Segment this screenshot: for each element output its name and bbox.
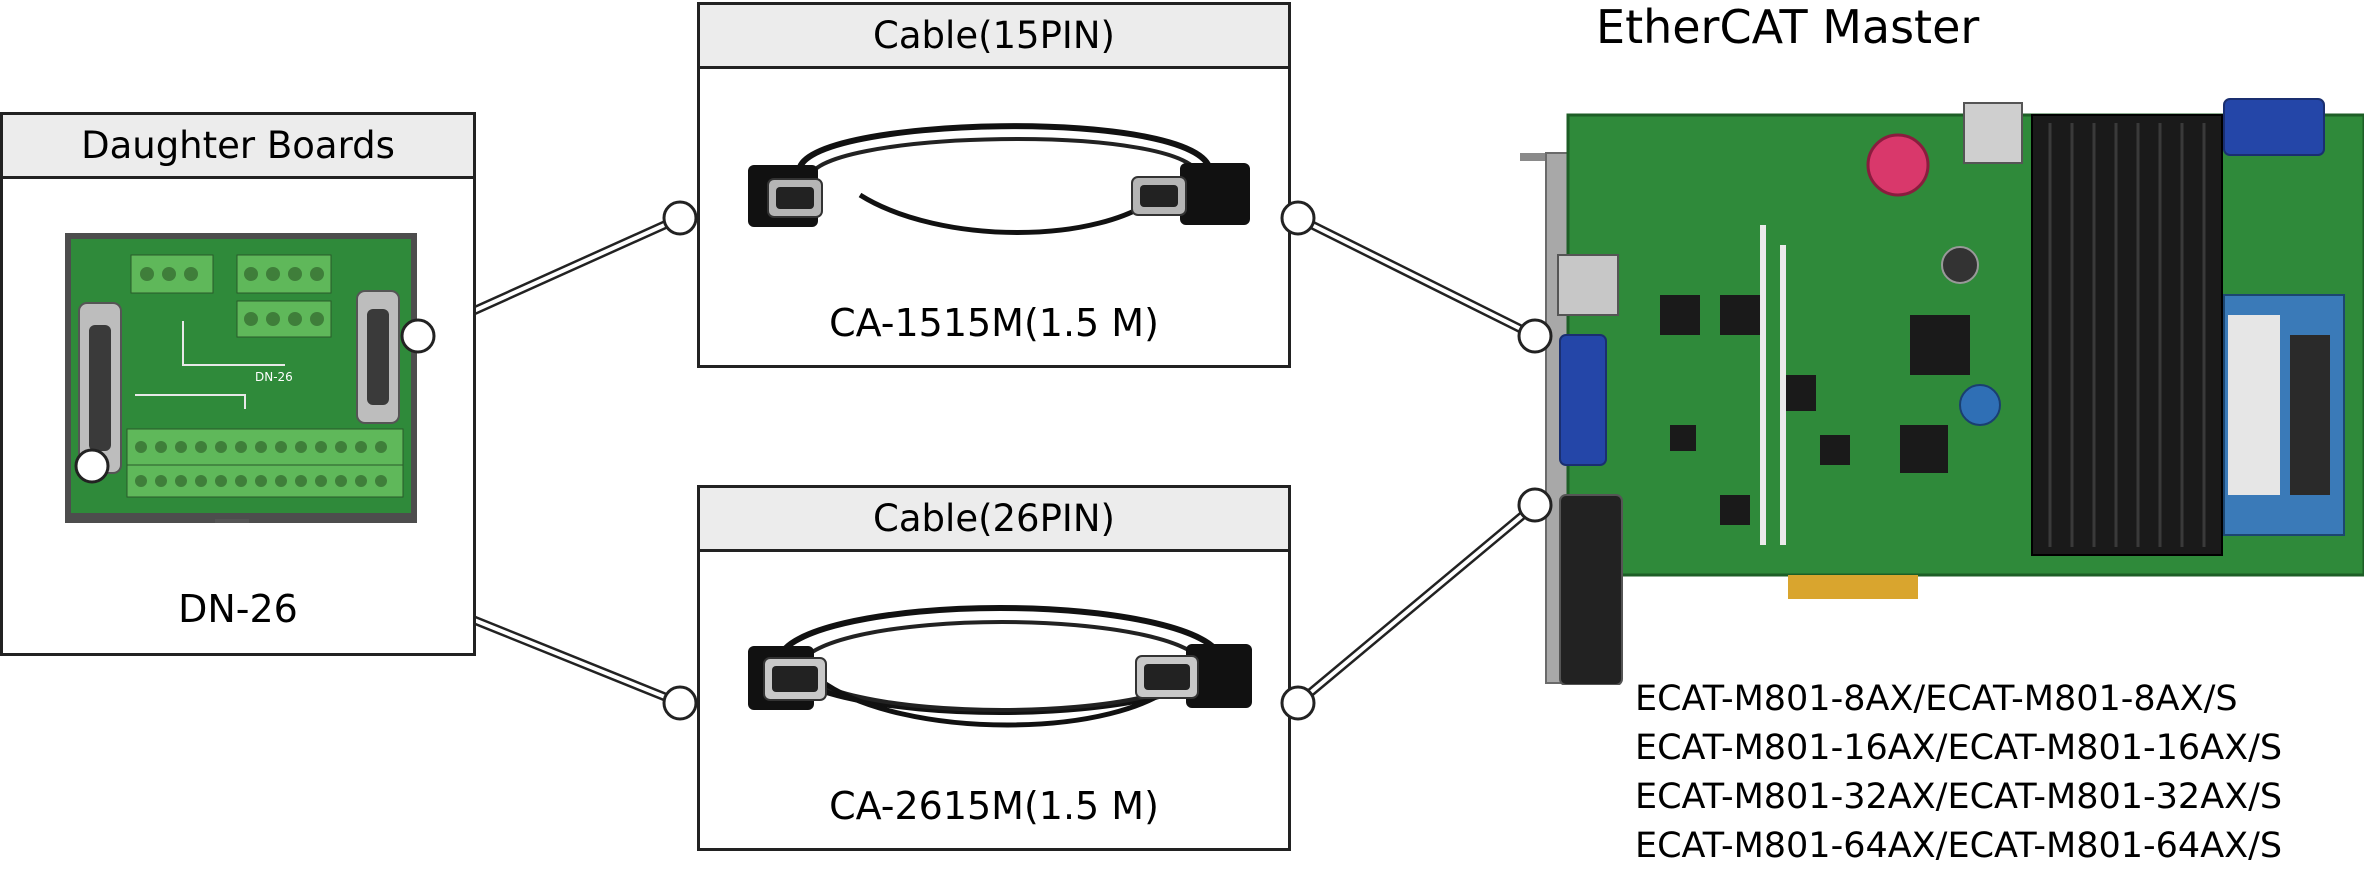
model-name: ECAT-M801-16AX/ECAT-M801-16AX/S xyxy=(1635,728,2283,768)
ethercat-master-card-image xyxy=(1520,98,2364,685)
cable-26pin-box: Cable(26PIN) CA-2615M(1.5 M) xyxy=(697,485,1291,851)
cable-15pin-model-label: CA-1515M(1.5 M) xyxy=(829,301,1159,345)
cable-15pin-header: Cable(15PIN) xyxy=(700,5,1288,69)
cable-15pin-box: Cable(15PIN) CA-1515M(1.5 M) xyxy=(697,2,1291,368)
endpoint-dn26-con1 xyxy=(74,448,110,484)
daughter-boards-header: Daughter Boards xyxy=(3,115,473,179)
daughter-board-model-label: DN-26 xyxy=(178,587,298,631)
model-name: ECAT-M801-64AX/ECAT-M801-64AX/S xyxy=(1635,826,2283,866)
ethercat-master-model-list: ECAT-M801-8AX/ECAT-M801-8AX/S ECAT-M801-… xyxy=(1635,675,2282,871)
cable-26pin-model-label: CA-2615M(1.5 M) xyxy=(829,784,1159,828)
model-name: ECAT-M801-8AX/ECAT-M801-8AX/S xyxy=(1635,679,2238,719)
ethercat-master-title: EtherCAT Master xyxy=(1596,0,1980,54)
model-name: ECAT-M801-32AX/ECAT-M801-32AX/S xyxy=(1635,777,2283,817)
endpoint-cable26-right xyxy=(1280,685,1316,721)
endpoint-cable15-left xyxy=(662,200,698,236)
cable-26pin-image xyxy=(748,605,1252,728)
cable-15pin-image xyxy=(748,123,1250,235)
endpoint-master-15pin xyxy=(1517,318,1553,354)
endpoint-cable15-right xyxy=(1280,200,1316,236)
svg-text:DN-26: DN-26 xyxy=(255,370,293,384)
dn-26-board-image: DN-26 xyxy=(65,233,417,523)
daughter-boards-box: Daughter Boards DN-26 xyxy=(0,112,476,656)
cable-26pin-header: Cable(26PIN) xyxy=(700,488,1288,552)
endpoint-dn26-con2 xyxy=(400,318,436,354)
endpoint-master-26pin xyxy=(1517,487,1553,523)
endpoint-cable26-left xyxy=(662,685,698,721)
